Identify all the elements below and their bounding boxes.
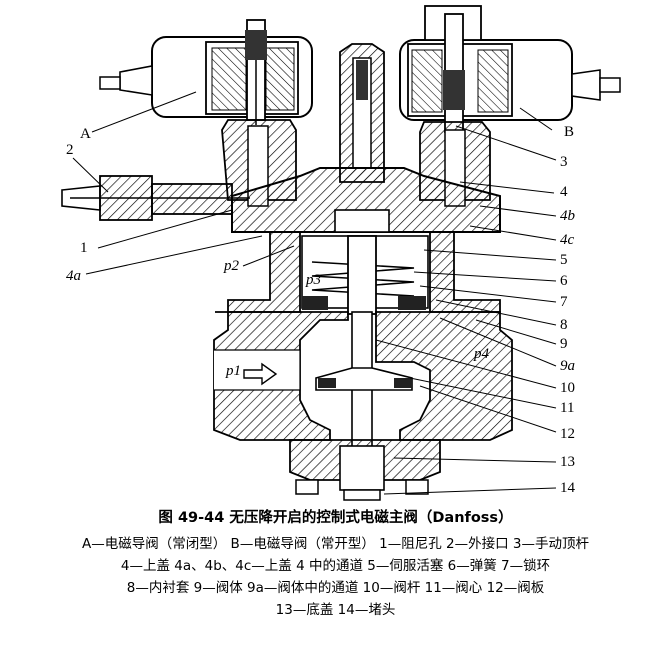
label-p3: p3 bbox=[306, 272, 321, 288]
label-9: 9 bbox=[560, 336, 568, 352]
figure-caption: 图 49-44 无压降开启的控制式电磁主阀（Danfoss） A—电磁导阀（常闭… bbox=[0, 506, 671, 621]
label-2: 2 bbox=[66, 142, 74, 158]
label-p2: p2 bbox=[224, 258, 239, 274]
caption-line-1: A—电磁导阀（常闭型） B—电磁导阀（常开型） 1—阻尼孔 2—外接口 3—手动… bbox=[82, 536, 589, 552]
solenoid-pilot-valve-b bbox=[399, 5, 621, 133]
label-11: 11 bbox=[560, 400, 575, 416]
label-13: 13 bbox=[560, 454, 575, 470]
caption-line-2: 4—上盖 4a、4b、4c—上盖 4 中的通道 5—伺服活塞 6—弹簧 7—锁环 bbox=[120, 558, 551, 574]
label-1: 1 bbox=[80, 240, 88, 256]
label-9a: 9a bbox=[560, 358, 575, 374]
bottom-cover-and-plug bbox=[289, 439, 441, 501]
label-p4: p4 bbox=[474, 346, 489, 362]
caption-line-3: 8—内衬套 9—阀体 9a—阀体中的通道 10—阀杆 11—阀心 12—阀板 bbox=[126, 580, 545, 596]
caption-line-4: 13—底盖 14—堵头 bbox=[275, 602, 396, 618]
label-8: 8 bbox=[560, 317, 568, 333]
inlet-flow-arrow bbox=[243, 362, 278, 386]
figure-title: 图 49-44 无压降开启的控制式电磁主阀（Danfoss） bbox=[158, 510, 513, 526]
label-p1: p1 bbox=[226, 363, 241, 379]
external-port-fitting bbox=[61, 175, 250, 221]
label-10: 10 bbox=[560, 380, 575, 396]
label-a: A bbox=[80, 126, 91, 142]
label-5: 5 bbox=[560, 252, 568, 268]
valve-cross-section-diagram: A B 2 1 4a p2 p3 p4 p1 3 4 4b 4c 5 6 7 8… bbox=[61, 5, 621, 501]
solenoid-pilot-valve-a bbox=[99, 19, 313, 125]
label-4b: 4b bbox=[560, 208, 575, 224]
label-14: 14 bbox=[560, 480, 575, 496]
upper-cover bbox=[231, 167, 501, 233]
label-4c: 4c bbox=[560, 232, 575, 248]
label-b: B bbox=[564, 124, 575, 140]
label-4a: 4a bbox=[66, 268, 81, 284]
label-3: 3 bbox=[560, 154, 568, 170]
leader-lines bbox=[72, 91, 557, 495]
label-12: 12 bbox=[560, 426, 575, 442]
valve-body bbox=[213, 231, 513, 463]
label-4: 4 bbox=[560, 184, 568, 200]
label-7: 7 bbox=[560, 294, 568, 310]
label-6: 6 bbox=[560, 273, 568, 289]
manual-push-rod bbox=[339, 43, 385, 183]
valve-drawing bbox=[61, 5, 621, 501]
